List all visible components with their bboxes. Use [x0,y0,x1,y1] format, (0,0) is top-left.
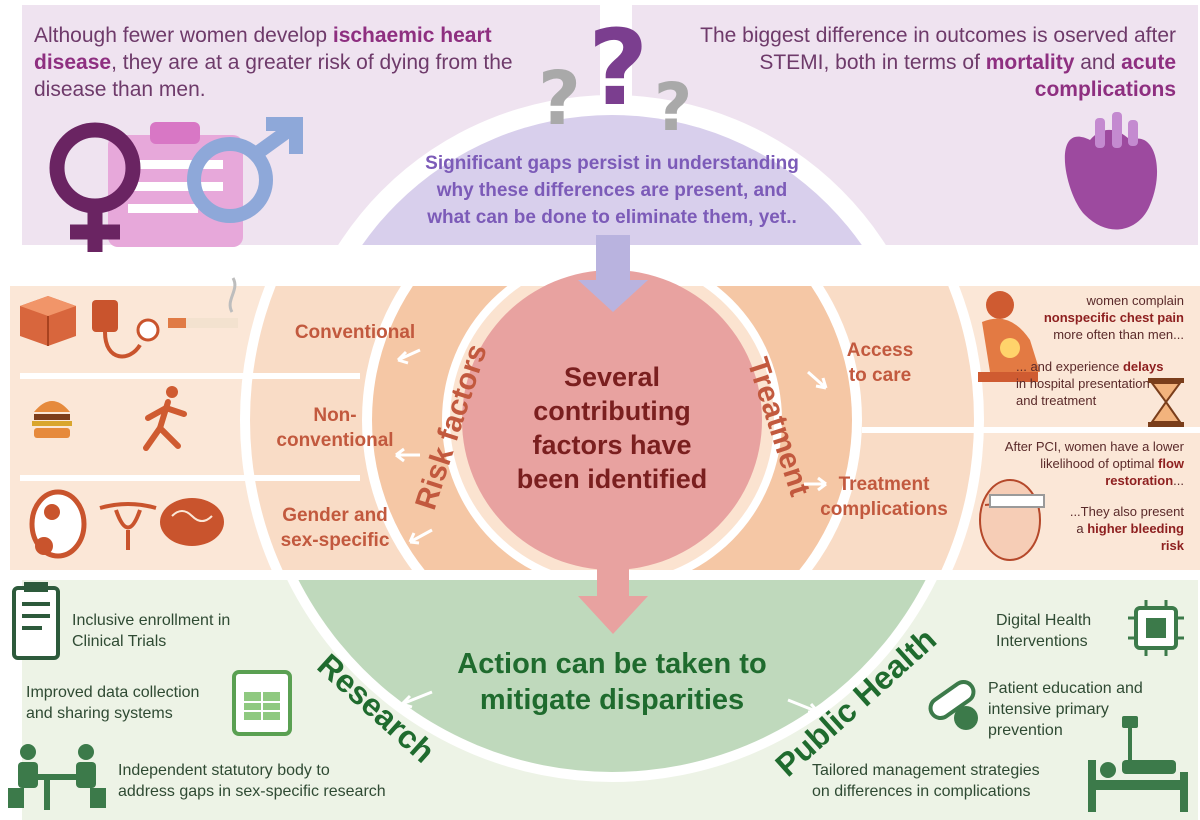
male-symbol-icon [187,117,303,223]
clinical-doc-icon [12,582,60,660]
top-right-statement: The biggest difference in outcomes is os… [680,22,1176,103]
center-title-line-1: Several [563,362,661,392]
note1-bold: nonspecific chest pain [1043,310,1184,325]
meeting-icon [8,744,106,810]
action-line-2: mitigate disparities [479,684,745,716]
public-item-tailored-management: Tailored management strategies on differ… [812,762,1040,800]
box-icon [20,296,76,346]
top-left-bold: ischaemic heart disease [34,24,492,74]
runner-icon [143,386,187,451]
center-title-line-4: been identified [516,464,708,494]
hospital-bed-icon [1088,716,1188,812]
note1-pre: women complain [1086,293,1184,308]
top-left-statement: Although fewer women develop ischaemic h… [34,22,554,103]
arrow-down-top [578,235,648,312]
note2-pre: ... and experience [1016,359,1123,374]
note3-pre: After PCI, women have a lower likelihood… [1004,439,1184,471]
svg-text:?: ? [538,56,581,142]
risk-item-gender-sex: Gender and sex-specific [280,505,390,551]
top-right-bold1: mortality [985,51,1075,74]
note2-post: in hospital presentation and treatment [1016,376,1150,408]
research-item-enrollment: Inclusive enrollment in Clinical Trials [72,612,231,650]
public-item-patient-education: Patient education and intensive primary … [988,680,1143,739]
svg-text:?: ? [654,69,692,146]
pill-icon [928,679,978,730]
chip-icon [1128,600,1184,656]
question-marks-icon: ? ? ? [538,7,692,146]
blood-pressure-icon [92,300,160,359]
gap-line-1: Significant gaps persist in understandin… [425,153,799,174]
action-title: Action can be taken to mitigate disparit… [392,646,832,718]
top-right-mid: and [1074,51,1122,74]
treatment-item-complications: Treatment complications [820,474,948,520]
action-line-1: Action can be taken to [457,648,767,680]
top-left-pre: Although fewer women develop [34,24,333,47]
arrow-down-bottom [578,560,648,634]
note2-bold: delays [1122,359,1164,374]
note3-post: ... [1173,473,1184,488]
hourglass-icon [1148,378,1184,427]
top-left-post: , they are at a greater risk of dying fr… [34,51,513,101]
research-item-data-collection: Improved data collection and sharing sys… [26,684,200,722]
stent-heart-icon [979,479,1045,561]
center-title: Several contributing factors have been i… [482,360,742,496]
note4-pre: ...They also present a [1069,504,1184,536]
heart-icon [1064,112,1158,230]
risk-item-conventional: Conventional [294,322,416,343]
note1-post: more often than men... [1053,327,1184,342]
cigarette-icon [168,277,238,328]
fetus-icon [29,489,87,559]
note-bleeding-risk: ...They also present a higher bleeding r… [1066,503,1184,554]
note-flow-restoration: After PCI, women have a lower likelihood… [1000,438,1184,489]
center-title-line-2: contributing [533,396,691,426]
burger-icon [32,401,72,438]
knowledge-gap-statement: Significant gaps persist in understandin… [352,150,872,231]
spreadsheet-icon [232,670,292,736]
note4-bold: higher bleeding risk [1087,521,1184,553]
chest-pain-person-icon [978,291,1040,382]
brain-icon [160,498,224,546]
top-right-pre: The biggest difference in outcomes is os… [700,24,1176,74]
pointer-arrows [395,348,828,714]
gap-line-3: what can be done to eliminate them, yet.… [427,207,797,228]
uterus-icon [99,502,157,550]
center-circle [462,270,762,570]
svg-text:?: ? [588,7,648,129]
note-chest-pain: women complain nonspecific chest pain mo… [1040,292,1184,343]
center-title-line-3: factors have [532,430,692,460]
gap-line-2: why these differences are present, and [436,180,788,201]
risk-item-nonconventional: Non- conventional [276,405,394,451]
female-symbol-icon [49,122,141,252]
bottom-panel [22,580,1198,820]
note-delays: ... and experience delays in hospital pr… [1016,358,1166,409]
note3-bold: flow restoration [1105,456,1184,488]
public-item-digital-health: Digital Health Interventions [996,612,1092,650]
research-item-statutory-body: Independent statutory body to address ga… [118,762,386,800]
treatment-item-access: Access to care [846,340,914,386]
top-right-bold2: acute complications [1034,51,1176,101]
clipboard-icon [108,122,243,247]
